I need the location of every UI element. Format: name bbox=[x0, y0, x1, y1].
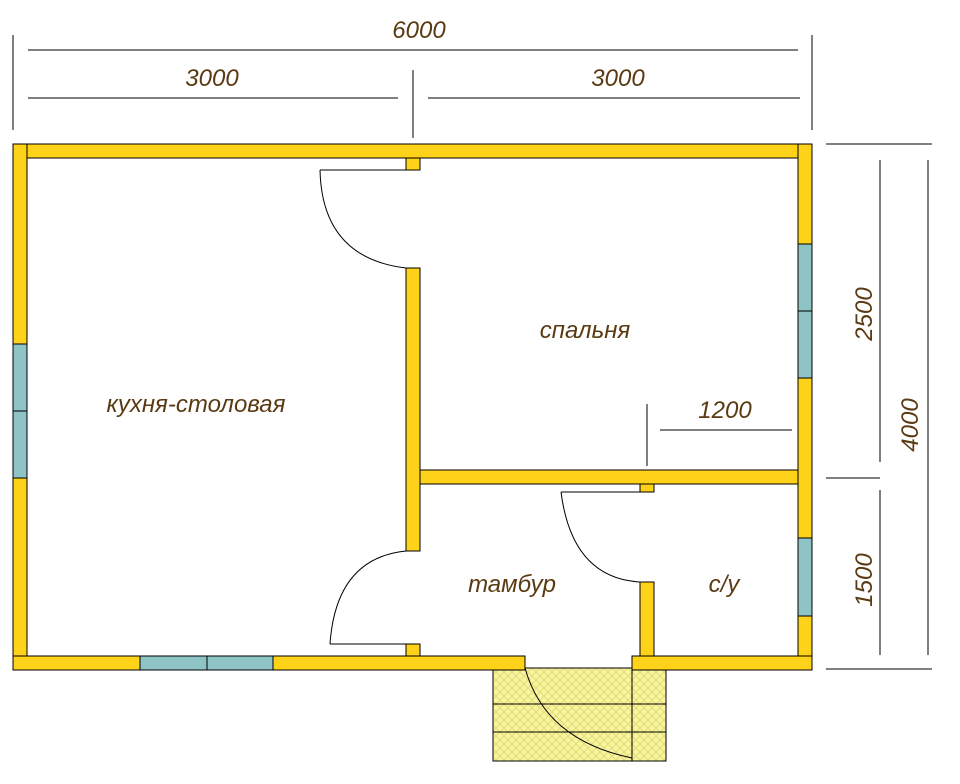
entrance-door-swing bbox=[524, 667, 633, 759]
dim-upper-depth: 2500 bbox=[851, 287, 878, 342]
dim-right-width: 3000 bbox=[591, 65, 645, 92]
window-bottom-1 bbox=[139, 655, 208, 671]
room-label-bathroom: с/у bbox=[709, 571, 742, 598]
room-label-vestibule: тамбур bbox=[468, 571, 556, 598]
window-right-3 bbox=[797, 537, 813, 617]
window-left-2 bbox=[12, 410, 28, 479]
room-label-kitchen: кухня-столовая bbox=[107, 391, 286, 418]
dim-total-depth: 4000 bbox=[897, 398, 924, 452]
windows bbox=[12, 243, 813, 671]
dim-total-width: 6000 bbox=[392, 17, 446, 44]
window-right-1 bbox=[797, 243, 813, 312]
vestibule-door-swing bbox=[329, 550, 407, 645]
bathroom-door-swing bbox=[560, 491, 641, 583]
porch bbox=[492, 667, 667, 762]
window-left-1 bbox=[12, 343, 28, 412]
window-right-2 bbox=[797, 310, 813, 379]
door-swings bbox=[319, 169, 641, 645]
interior-walls bbox=[405, 157, 799, 657]
right-dimensions bbox=[826, 143, 932, 670]
bedroom-door-swing bbox=[319, 169, 407, 269]
dim-left-width: 3000 bbox=[185, 65, 239, 92]
window-bottom-2 bbox=[206, 655, 274, 671]
dim-bathroom-width: 1200 bbox=[698, 397, 752, 424]
dim-lower-depth: 1500 bbox=[851, 553, 878, 607]
room-label-bedroom: спальня bbox=[540, 317, 631, 344]
bathroom-dimension bbox=[646, 404, 792, 466]
top-dimensions bbox=[12, 35, 813, 138]
